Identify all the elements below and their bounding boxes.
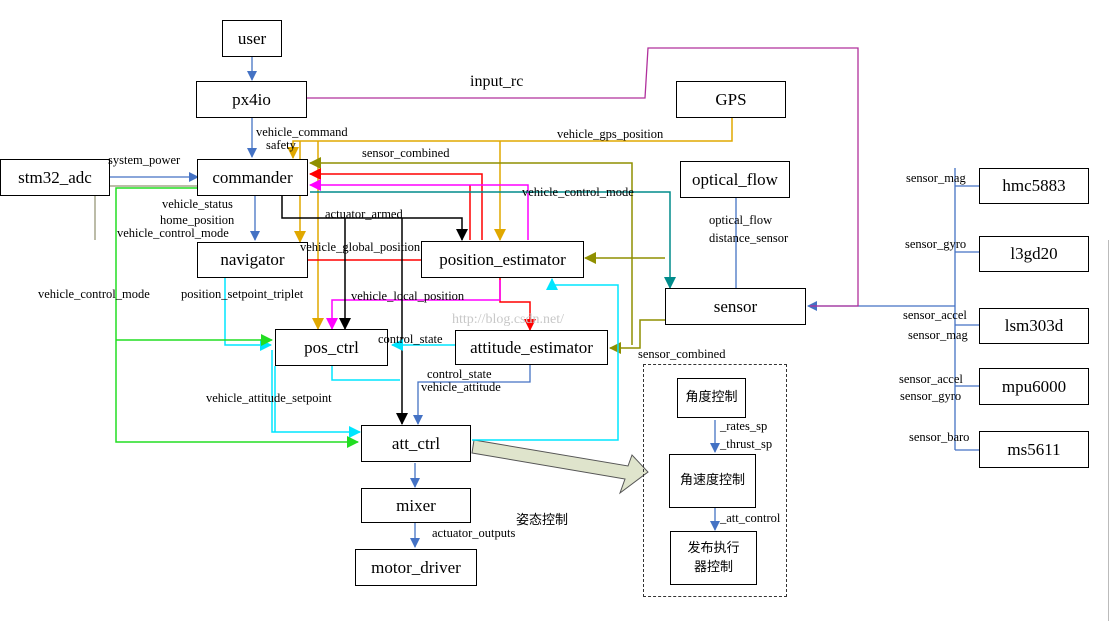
- edge-local-pos: [309, 179, 529, 240]
- lsm303d-box: lsm303d: [979, 308, 1089, 344]
- publish-actuator-box: 发布执行器控制: [670, 531, 757, 585]
- edge-sensor-combined-top: [309, 157, 633, 288]
- label-sensor-accel-1: sensor_accel: [903, 308, 967, 322]
- label-control-state-1: control_state: [378, 332, 443, 346]
- label-position-setpoint-triplet: position_setpoint_triplet: [181, 287, 304, 301]
- rate-control-box: 角速度控制: [669, 454, 756, 508]
- label-attitude-control-cn: 姿态控制: [516, 513, 569, 528]
- user-box: user: [222, 20, 282, 57]
- label-vehicle-attitude-setpoint: vehicle_attitude_setpoint: [206, 391, 332, 405]
- label-thrust-sp: _thrust_sp: [720, 437, 773, 451]
- motor-driver-box: motor_driver: [355, 549, 477, 586]
- label-actuator-outputs: actuator_outputs: [432, 526, 516, 540]
- position-estimator-box: position_estimator: [421, 241, 584, 278]
- attitude-control-detail-panel: [643, 364, 787, 597]
- label-input-rc: input_rc: [470, 73, 524, 90]
- label-vehicle-attitude: vehicle_attitude: [421, 380, 501, 394]
- label-control-state-2: control_state: [427, 367, 492, 381]
- label-vehicle-control-mode-top: vehicle_control_mode: [522, 185, 634, 199]
- label-home-position: home_position: [160, 213, 235, 227]
- label-optical-flow-topic: optical_flow: [709, 213, 773, 227]
- label-att-control: _att_control: [720, 511, 781, 525]
- label-vehicle-control-mode-nav: vehicle_control_mode: [117, 226, 229, 240]
- label-vehicle-gps-position: vehicle_gps_position: [557, 127, 664, 141]
- edge-sensor-attest: [609, 319, 665, 354]
- label-rates-sp: _rates_sp: [720, 419, 768, 433]
- edge-attctrl-posest: [472, 278, 619, 441]
- attitude-estimator-box: attitude_estimator: [455, 330, 608, 365]
- optical-flow-box: optical_flow: [680, 161, 790, 198]
- mpu6000-box: mpu6000: [979, 368, 1089, 405]
- att-ctrl-box: att_ctrl: [361, 425, 471, 462]
- label-sensor-gyro-2: sensor_gyro: [900, 389, 962, 403]
- edge-attitude-setpoint: [331, 366, 400, 381]
- ms5611-box: ms5611: [979, 431, 1089, 468]
- label-sensor-mag-1: sensor_mag: [906, 171, 966, 185]
- label-system-power: system_power: [108, 153, 181, 167]
- pos-ctrl-box: pos_ctrl: [275, 329, 388, 366]
- big-arrow: [471, 439, 649, 495]
- gps-box: GPS: [676, 81, 786, 118]
- mixer-box: mixer: [361, 488, 471, 523]
- edge-attest-attctrl: [413, 365, 531, 425]
- sensor-box: sensor: [665, 288, 806, 325]
- label-sensor-mag-2: sensor_mag: [908, 328, 968, 342]
- edge-setpoint-triplet: [224, 278, 272, 351]
- label-vehicle-local-position: vehicle_local_position: [351, 289, 465, 303]
- label-sensor-gyro-1: sensor_gyro: [905, 237, 967, 251]
- label-safety: safety: [266, 138, 296, 152]
- label-sensor-accel-2: sensor_accel: [899, 372, 963, 386]
- label-sensor-combined-bottom: sensor_combined: [638, 347, 726, 361]
- edge-posest-commander: [309, 168, 483, 240]
- label-vehicle-status: vehicle_status: [162, 197, 233, 211]
- px4io-box: px4io: [196, 81, 307, 118]
- label-sensor-baro: sensor_baro: [909, 430, 970, 444]
- edge-actuator-armed: [281, 196, 468, 241]
- watermark: http://blog.csdn.net/: [452, 312, 564, 327]
- commander-box: commander: [197, 159, 308, 196]
- label-vehicle-global-position: vehicle_global_position: [300, 240, 421, 254]
- l3gd20-box: l3gd20: [979, 236, 1089, 272]
- edge-control-mode: [310, 191, 676, 289]
- edge-sensors-bus: [954, 168, 979, 451]
- label-distance-sensor: distance_sensor: [709, 231, 789, 245]
- label-vehicle-command: vehicle_command: [256, 125, 348, 139]
- stm32-adc-box: stm32_adc: [0, 159, 110, 196]
- page-edge-line: [1108, 240, 1109, 621]
- edge-gps: [287, 118, 733, 159]
- label-actuator-armed: actuator_armed: [325, 207, 403, 221]
- navigator-box: navigator: [197, 242, 308, 278]
- angle-control-box: 角度控制: [677, 378, 746, 418]
- edge-control-mode-left: [115, 187, 359, 448]
- label-vehicle-control-mode-left: vehicle_control_mode: [38, 287, 150, 301]
- hmc5883-box: hmc5883: [979, 168, 1089, 204]
- edge-input-rc: [306, 47, 859, 307]
- label-sensor-combined-top: sensor_combined: [362, 146, 450, 160]
